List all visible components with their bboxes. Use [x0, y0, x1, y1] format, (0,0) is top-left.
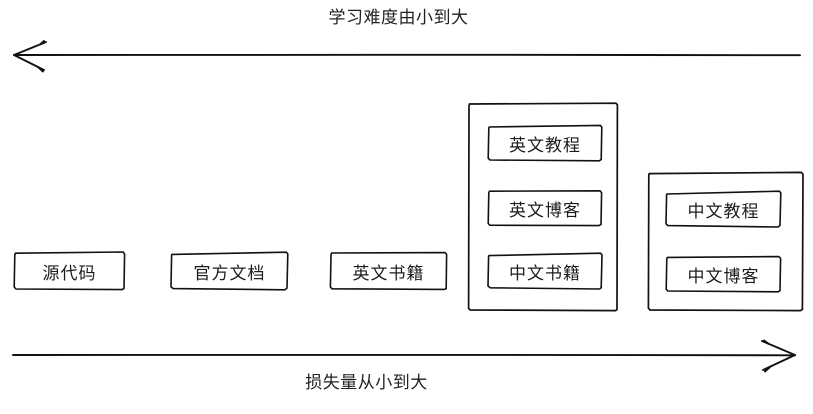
item-label: 中文教程 [687, 201, 760, 222]
item-label: 中文书籍 [509, 263, 581, 284]
left-arrow-icon [13, 40, 801, 73]
item-box-english-blog[interactable]: 英文博客 [487, 190, 603, 227]
item-label: 英文博客 [509, 200, 581, 221]
item-box-english-books[interactable]: 英文书籍 [329, 251, 448, 291]
item-label: 英文教程 [509, 135, 581, 156]
item-box-chinese-tutorial[interactable]: 中文教程 [665, 190, 782, 228]
item-box-chinese-blog[interactable]: 中文博客 [665, 255, 782, 293]
right-arrow-icon [12, 339, 796, 373]
bottom-axis-label: 损失量从小到大 [305, 373, 428, 393]
top-axis-label: 学习难度由小到大 [328, 8, 469, 28]
item-label: 英文书籍 [352, 263, 425, 284]
item-box-source-code[interactable]: 源代码 [13, 251, 126, 291]
item-box-official-docs[interactable]: 官方文档 [170, 251, 289, 291]
item-label: 源代码 [42, 263, 97, 284]
item-box-english-tutorial[interactable]: 英文教程 [487, 124, 603, 162]
item-label: 中文博客 [687, 266, 760, 287]
item-box-chinese-books[interactable]: 中文书籍 [487, 252, 603, 290]
item-label: 官方文档 [193, 263, 266, 284]
